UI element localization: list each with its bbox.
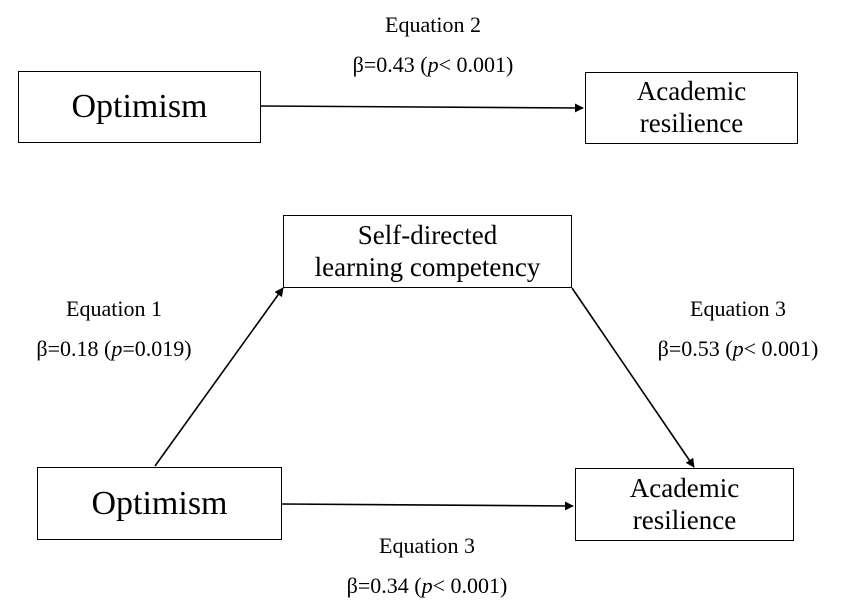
arrow-path-b [571,287,695,468]
mediation-predictor-label: Optimism [91,484,228,522]
total-effect-predictor-label: Optimism [71,88,208,125]
path-a-label: Equation 1 β=0.18 (p=0.019) [4,296,224,363]
path-b-p-open: ( [725,336,733,362]
mediation-outcome-box: Academic resilience [575,468,794,541]
total-effect-equation: Equation 2 [385,12,481,37]
total-effect-outcome-line2: resilience [639,108,744,138]
path-c-prime-beta-line: β=0.34 (p< 0.001) [312,573,542,599]
path-a-p-symbol: p [111,336,123,362]
path-c-prime-equation: Equation 3 [379,533,475,558]
path-a-p-open: ( [104,336,112,362]
path-c-prime-label: Equation 3 β=0.34 (p< 0.001) [312,533,542,600]
mediation-outcome-line2: resilience [632,504,737,535]
total-effect-outcome-box: Academic resilience [585,72,798,144]
arrow-path-c-prime [281,501,574,511]
total-effect-p-symbol: p [427,52,439,78]
arrow-total-effect [260,103,584,113]
path-b-beta: β=0.53 [657,336,720,362]
mediator-box: Self-directed learning competency [283,215,572,288]
path-c-prime-p-value: < 0.001) [432,573,508,599]
mediator-line1: Self-directed [357,219,498,250]
total-effect-p-value: < 0.001) [438,52,514,78]
total-effect-predictor-box: Optimism [18,71,261,143]
path-b-equation: Equation 3 [690,296,786,321]
path-b-beta-line: β=0.53 (p< 0.001) [625,336,851,362]
arrow-path-a [154,287,284,467]
total-effect-p-open: ( [420,52,428,78]
mediation-predictor-box: Optimism [37,467,282,540]
path-a-equation: Equation 1 [66,296,162,321]
path-a-beta: β=0.18 [36,336,99,362]
path-b-p-value: < 0.001) [743,336,819,362]
path-b-label: Equation 3 β=0.53 (p< 0.001) [625,296,851,363]
mediation-outcome-line1: Academic [629,472,740,503]
total-effect-beta-line: β=0.43 (p< 0.001) [318,52,548,78]
mediator-line2: learning competency [314,251,541,282]
path-c-prime-beta: β=0.34 [346,573,409,599]
path-c-prime-p-open: ( [414,573,422,599]
path-a-beta-line: β=0.18 (p=0.019) [4,336,224,362]
path-a-p-value: =0.019) [122,336,192,362]
path-b-p-symbol: p [732,336,744,362]
total-effect-label: Equation 2 β=0.43 (p< 0.001) [318,12,548,79]
total-effect-outcome-line1: Academic [636,76,747,107]
path-c-prime-p-symbol: p [421,573,433,599]
total-effect-beta: β=0.43 [352,52,415,78]
